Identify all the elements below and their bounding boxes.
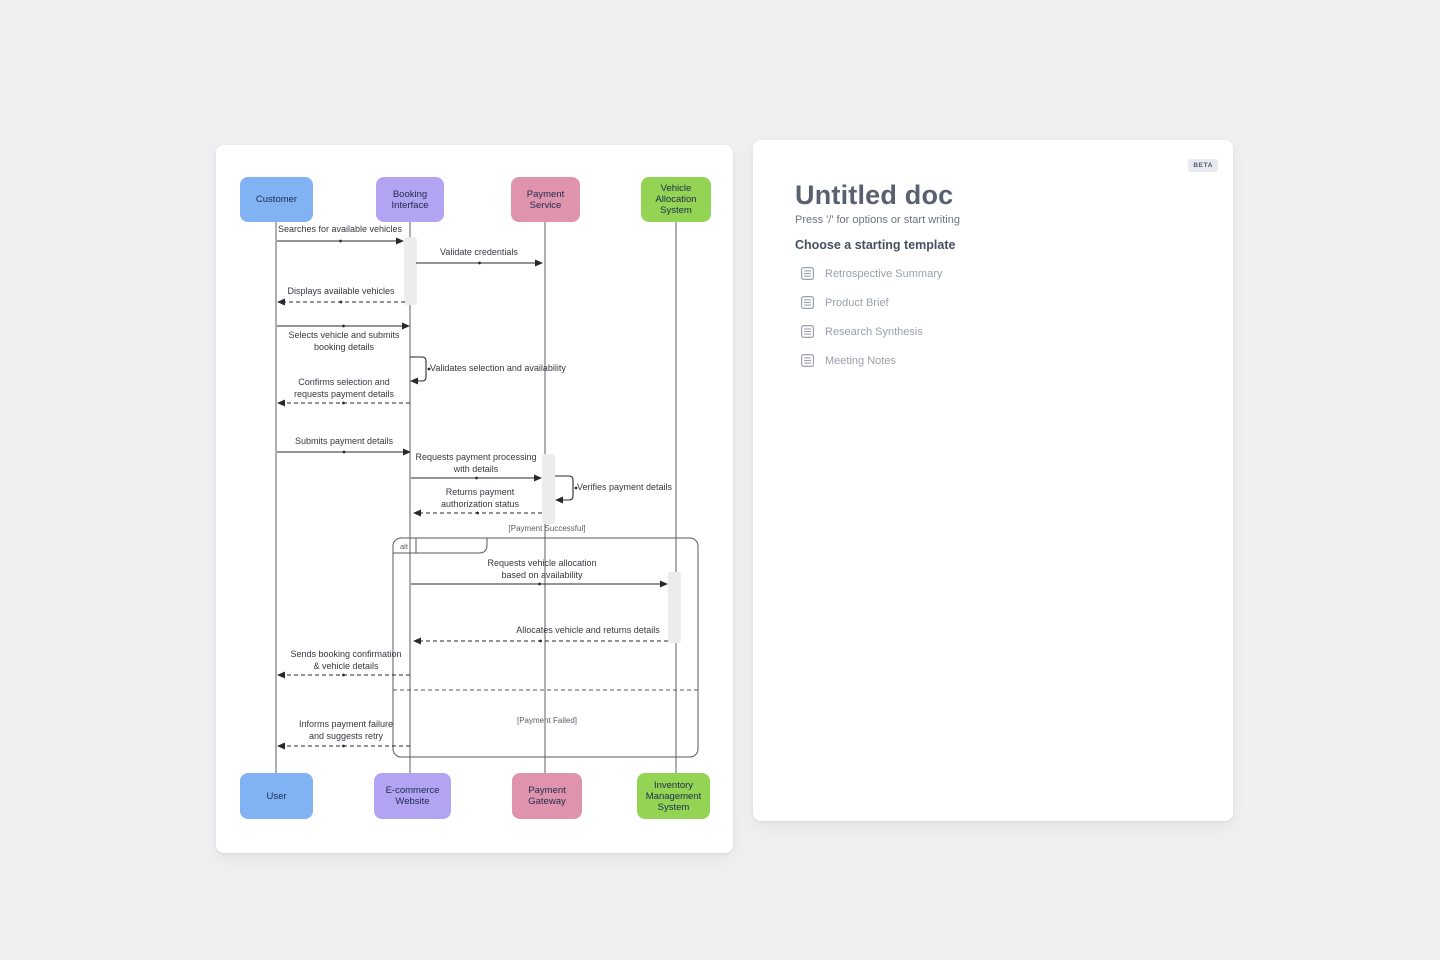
actor-label: Booking [392, 188, 428, 200]
message-label: Validate credentials [440, 247, 518, 257]
message-label: Submits payment details [294, 436, 394, 446]
document-icon [801, 325, 814, 338]
self-message-arrow [555, 475, 578, 504]
activation-bar [668, 572, 681, 643]
actor-user[interactable]: User [240, 773, 313, 819]
message-arrow [277, 671, 410, 679]
actor-label: Service [529, 199, 562, 211]
template-label: Meeting Notes [825, 354, 896, 367]
document-icon [801, 354, 814, 367]
actor-label: Vehicle [660, 183, 692, 194]
template-item-research-synthesis[interactable]: Research Synthesis [801, 325, 942, 338]
message-label: Allocates vehicle and returns details [516, 625, 660, 635]
message-label: Verifies payment details [577, 482, 673, 492]
actor-label: Gateway [528, 796, 566, 807]
message-arrow [277, 742, 410, 750]
actor-label: Management [645, 790, 702, 802]
message-arrow [277, 298, 405, 306]
guard-label: [Payment Failed] [516, 716, 578, 725]
alt-frame [392, 537, 699, 758]
message-label: Searches for available vehicles [277, 224, 403, 234]
alt-frame-label: alt [400, 542, 409, 551]
actor-label: Website [395, 796, 430, 807]
self-message-arrow [410, 356, 431, 385]
actor-customer[interactable]: Customer [240, 177, 313, 222]
doc-editor-placeholder[interactable]: Press '/' for options or start writing [795, 214, 960, 226]
actor-label: Customer [255, 194, 298, 205]
activation-bar [542, 454, 555, 524]
actor-label: System [657, 801, 690, 813]
sequence-diagram: alt [275, 222, 699, 773]
template-label: Retrospective Summary [825, 267, 943, 280]
actor-label: E-commerce [385, 785, 440, 796]
actor-label: System [660, 205, 692, 216]
document-icon [801, 267, 814, 280]
template-label: Product Brief [825, 296, 889, 309]
doc-panel: BETA Untitled doc Press '/' for options … [753, 140, 1233, 821]
message-arrow [411, 474, 542, 482]
message-arrow [413, 637, 668, 645]
message-label: Displays available vehicles [287, 286, 395, 296]
message-arrow [277, 399, 410, 407]
guard-label: [Payment Successful] [508, 524, 586, 533]
template-item-retrospective-summary[interactable]: Retrospective Summary [801, 267, 942, 280]
templates-heading: Choose a starting template [795, 238, 956, 252]
template-label: Research Synthesis [825, 325, 923, 338]
alt-frame-header [393, 538, 488, 554]
message-label: Sends booking confirmation& vehicle deta… [290, 649, 402, 671]
actor-label: Interface [391, 199, 429, 211]
message-arrow [277, 322, 410, 330]
actor-label: Payment [526, 188, 565, 200]
beta-badge: BETA [1188, 159, 1218, 172]
template-item-meeting-notes[interactable]: Meeting Notes [801, 354, 942, 367]
actor-label: User [266, 790, 287, 802]
actor-label: Payment [528, 785, 566, 796]
message-label: Validates selection and availability [430, 363, 566, 373]
message-arrow [413, 509, 542, 517]
document-icon [801, 296, 814, 309]
doc-title[interactable]: Untitled doc [795, 180, 954, 210]
message-arrow [416, 259, 543, 267]
actor-label: Inventory [653, 779, 694, 791]
actor-label: Allocation [655, 194, 697, 205]
template-item-product-brief[interactable]: Product Brief [801, 296, 942, 309]
activation-bar [404, 237, 417, 305]
message-arrow [277, 448, 411, 456]
message-arrow [411, 580, 668, 588]
message-arrow [277, 237, 404, 245]
